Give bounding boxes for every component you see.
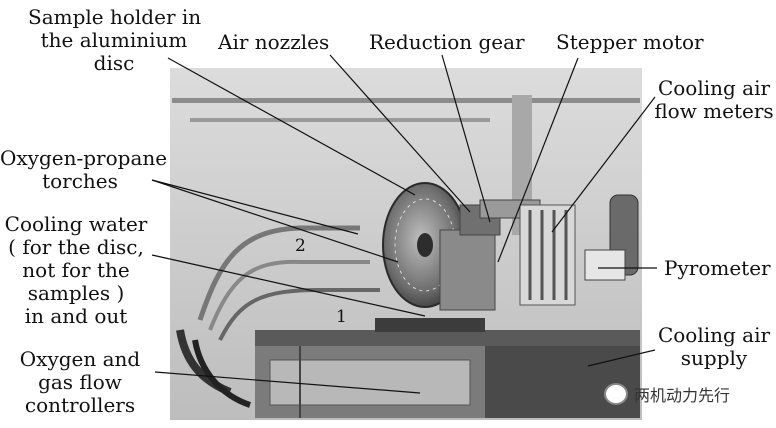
leader-reduction-gear xyxy=(441,54,491,223)
watermark-text: 两机动力先行 xyxy=(634,386,731,405)
wechat-logo-icon xyxy=(604,383,628,405)
leader-flow-controllers xyxy=(154,371,421,394)
leader-flow-meters xyxy=(551,96,656,233)
leader-torch-b xyxy=(151,179,399,263)
label-oxygen-propane-torches: Oxygen-propane torches xyxy=(0,146,168,193)
label-cooling-air-supply: Cooling air supply xyxy=(657,323,771,370)
label-cooling-water: Cooling water ( for the disc, not for th… xyxy=(4,212,148,328)
leader-sample-holder xyxy=(167,57,416,196)
label-stepper-motor: Stepper motor xyxy=(556,30,704,54)
leader-torch-a xyxy=(151,179,359,235)
label-pyrometer: Pyrometer xyxy=(664,256,771,280)
callout-number-1: 1 xyxy=(336,307,347,327)
label-reduction-gear: Reduction gear xyxy=(369,30,525,54)
label-cooling-air-flow-meters: Cooling air flow meters xyxy=(654,76,774,123)
watermark: 两机动力先行 xyxy=(604,381,730,407)
label-oxygen-gas-flow-controllers: Oxygen and gas flow controllers xyxy=(19,347,141,417)
leader-stepper-motor xyxy=(497,57,579,263)
leader-cooling-air-supply xyxy=(587,349,656,367)
callout-number-2: 2 xyxy=(295,236,306,256)
label-air-nozzles: Air nozzles xyxy=(218,30,330,54)
leader-cooling-water xyxy=(151,254,426,317)
label-sample-holder: Sample holder in the aluminium disc xyxy=(28,5,202,75)
leader-air-nozzles xyxy=(329,54,471,213)
